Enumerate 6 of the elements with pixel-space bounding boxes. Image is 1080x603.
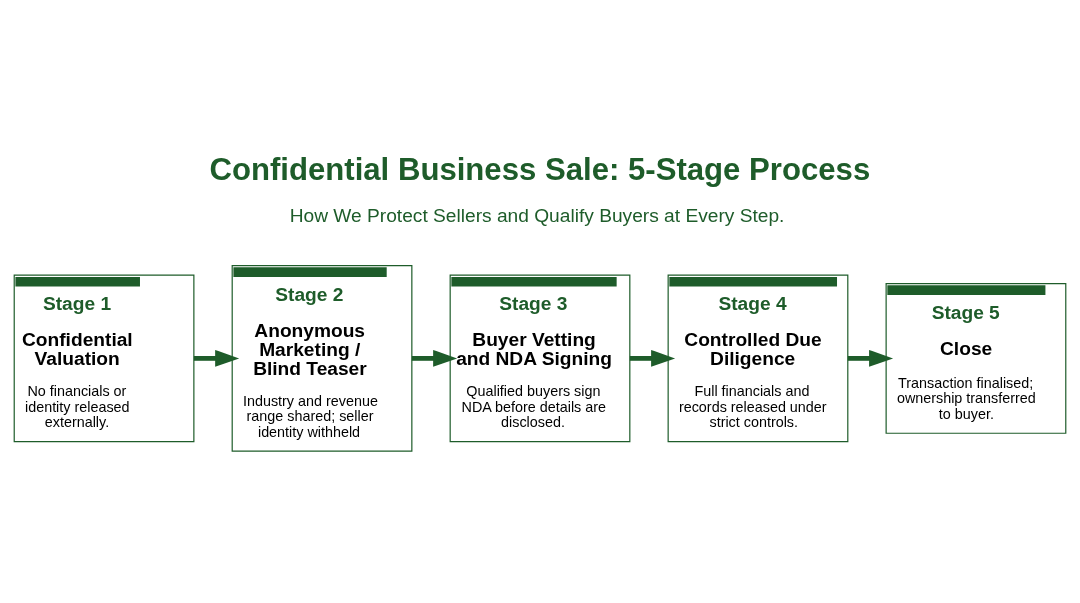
arrow [847,350,894,367]
arrow [629,350,676,367]
diagram-title: Confidential Business Sale: 5-Stage Process [209,152,871,188]
label: How We Protect Sellers and Qualify Buyers at Every Step. [289,205,785,227]
arrow [193,350,240,367]
arrow [411,350,458,367]
